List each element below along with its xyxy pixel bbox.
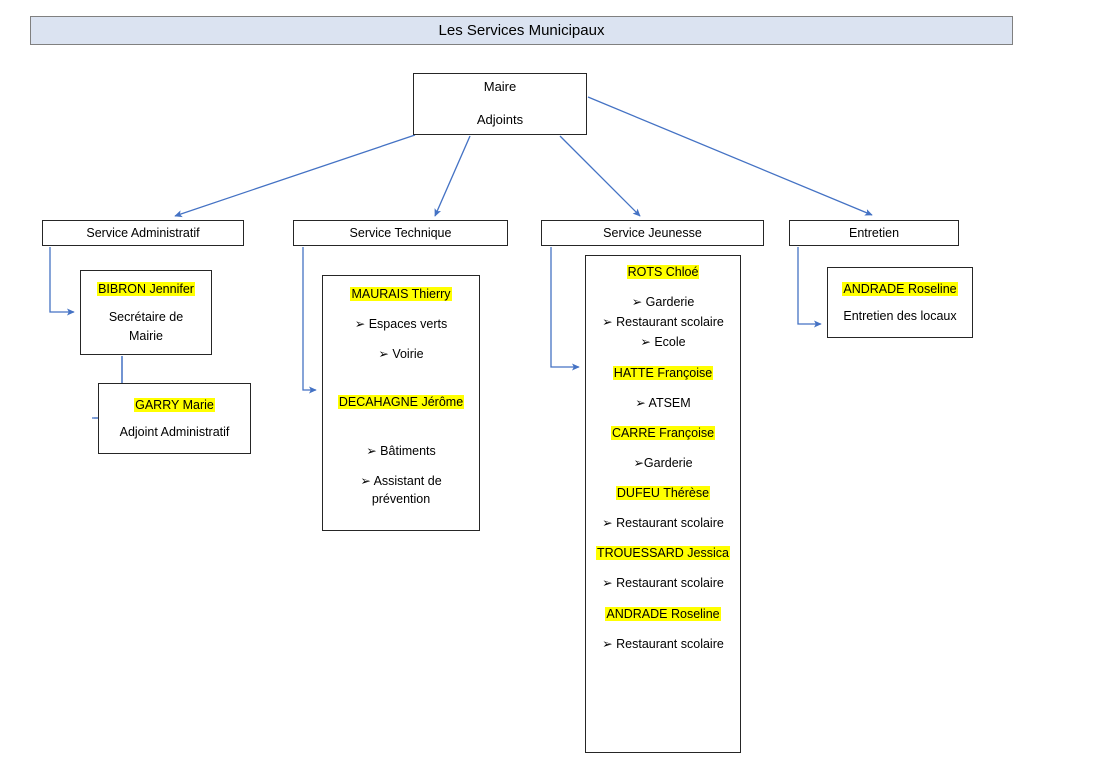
card-service-technique-staff[interactable]: MAURAIS Thierry ➢ Espaces verts ➢ Voirie…: [322, 275, 480, 531]
person-role: Adjoint Administratif: [119, 424, 230, 439]
connector-jeunesse-to-card: [550, 247, 580, 371]
connector-maire-to-jeunesse: [559, 135, 641, 217]
task-item: ➢ Voirie: [378, 347, 424, 362]
connector-maire-to-administratif: [174, 134, 416, 218]
adjoints-label: Adjoints: [476, 112, 524, 127]
task-item: ➢Garderie: [633, 455, 693, 470]
page-title: Les Services Municipaux: [30, 16, 1013, 45]
node-maire-adjoints[interactable]: Maire Adjoints: [413, 73, 587, 135]
card-andrade-roseline[interactable]: ANDRADE Roseline Entretien des locaux: [827, 267, 973, 338]
task-item: ➢ Bâtiments: [366, 443, 436, 458]
node-entretien[interactable]: Entretien: [789, 220, 959, 246]
person-name: TROUESSARD Jessica: [596, 546, 730, 561]
person-name: BIBRON Jennifer: [97, 282, 195, 297]
person-name: ANDRADE Roseline: [842, 281, 958, 296]
task-item: ➢ Restaurant scolaire: [602, 636, 724, 651]
person-name: ANDRADE Roseline: [605, 606, 721, 621]
task-item: ➢ Ecole: [640, 335, 686, 350]
person-name: CARRE Françoise: [610, 425, 716, 440]
node-service-administratif[interactable]: Service Administratif: [42, 220, 244, 246]
person-name: DUFEU Thérèse: [615, 486, 711, 500]
person-role: Secrétaire de Mairie: [108, 310, 184, 343]
connector-maire-to-entretien: [587, 96, 873, 216]
person-name: DECAHAGNE Jérôme: [337, 395, 465, 410]
task-item: ➢ Espaces verts: [354, 317, 448, 332]
card-service-jeunesse-staff[interactable]: ROTS Chloé ➢ Garderie ➢ Restaurant scola…: [585, 255, 741, 753]
maire-label: Maire: [483, 79, 517, 95]
connector-maire-to-technique: [434, 135, 471, 217]
connector-technique-to-card: [302, 247, 317, 394]
card-bibron-jennifer[interactable]: BIBRON Jennifer Secrétaire de Mairie: [80, 270, 212, 355]
task-item: ➢ Garderie: [631, 295, 695, 310]
task-item: ➢ Restaurant scolaire: [602, 315, 724, 330]
task-item: ➢ Restaurant scolaire: [602, 576, 724, 591]
person-name: ROTS Chloé: [626, 265, 700, 279]
task-item: ➢ Restaurant scolaire: [602, 516, 724, 531]
person-name: HATTE Françoise: [612, 365, 714, 380]
task-item: ➢ Assistant de prévention: [360, 473, 442, 506]
person-name: GARRY Marie: [134, 398, 215, 413]
connector-administratif-to-bibron: [49, 247, 75, 316]
node-service-technique[interactable]: Service Technique: [293, 220, 508, 246]
person-role: Entretien des locaux: [843, 309, 957, 323]
person-name: MAURAIS Thierry: [350, 287, 452, 301]
task-item: ➢ ATSEM: [635, 395, 691, 410]
node-service-jeunesse[interactable]: Service Jeunesse: [541, 220, 764, 246]
card-garry-marie[interactable]: GARRY Marie Adjoint Administratif: [98, 383, 251, 454]
connector-entretien-to-card: [797, 247, 822, 328]
